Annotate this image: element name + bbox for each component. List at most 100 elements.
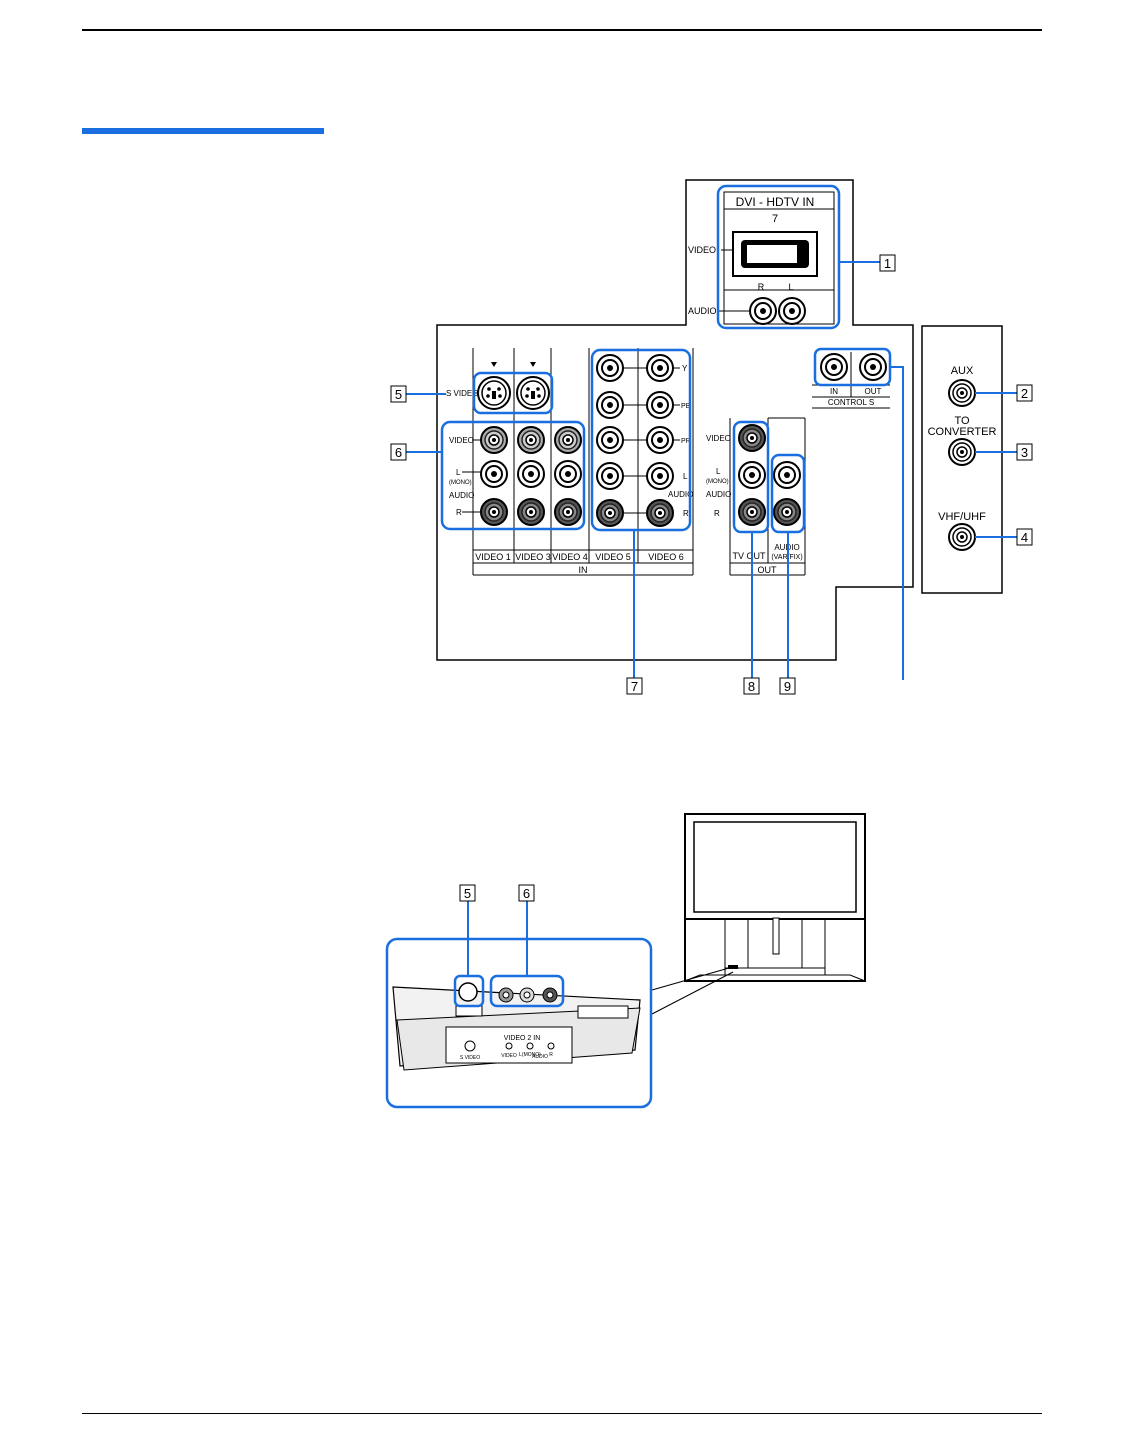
svg-text:1: 1 xyxy=(884,256,891,271)
svg-text:L: L xyxy=(788,282,793,292)
video5-y-jack[interactable] xyxy=(597,355,623,381)
rear-panel-outline xyxy=(437,180,1002,660)
dvi-audio-l-jack[interactable] xyxy=(779,298,805,324)
callout-7: 7 xyxy=(627,678,642,694)
callout-8: 8 xyxy=(744,678,759,694)
svg-text:Y: Y xyxy=(682,364,688,373)
front-video-jack[interactable] xyxy=(499,988,513,1002)
video3-video-jack[interactable] xyxy=(518,427,544,453)
callout-6: 6 xyxy=(391,444,406,460)
front-audio-r-jack[interactable] xyxy=(543,988,557,1002)
svg-text:VHF/UHF: VHF/UHF xyxy=(938,511,986,523)
svg-text:7: 7 xyxy=(631,679,638,694)
svg-text:AUX: AUX xyxy=(951,365,974,377)
front-svideo-jack[interactable] xyxy=(459,983,477,1001)
svg-text:VIDEO 5: VIDEO 5 xyxy=(595,552,631,562)
svg-text:R: R xyxy=(758,282,765,292)
video3-audio-r-jack[interactable] xyxy=(518,499,544,525)
component-video-block: Y PB PR L AUDIO R xyxy=(592,350,693,530)
svg-text:TV OUT: TV OUT xyxy=(733,551,767,561)
svg-text:(MONO): (MONO) xyxy=(706,479,729,485)
svg-text:(MONO): (MONO) xyxy=(449,480,472,486)
svg-text:VIDEO 4: VIDEO 4 xyxy=(552,552,588,562)
svg-text:5: 5 xyxy=(464,886,471,901)
svideo-jack-3[interactable] xyxy=(517,377,549,409)
callout-2: 2 xyxy=(1017,385,1032,401)
aux-jack[interactable] xyxy=(949,380,975,406)
dvi-hdtv-in-block: DVI - HDTV IN 7 VIDEO R L AUDIO xyxy=(688,186,839,328)
front-panel-closeup: VIDEO 2 IN S VIDEO VIDEO L(MONO) AUDIO R xyxy=(387,901,651,1107)
svg-text:VIDEO: VIDEO xyxy=(501,1053,517,1059)
svg-text:R: R xyxy=(714,509,720,518)
svg-text:CONVERTER: CONVERTER xyxy=(928,426,997,438)
control-s-out-jack[interactable] xyxy=(860,354,886,380)
video3-audio-l-jack[interactable] xyxy=(518,461,544,487)
svg-text:L: L xyxy=(683,472,688,481)
callout-4: 4 xyxy=(1017,529,1032,545)
video6-audio-r-jack[interactable] xyxy=(647,500,673,526)
svg-text:AUDIO: AUDIO xyxy=(532,1054,548,1060)
svg-text:VIDEO 6: VIDEO 6 xyxy=(648,552,684,562)
video6-pb-jack[interactable] xyxy=(647,392,673,418)
tv-out-audio-l-jack[interactable] xyxy=(739,462,765,488)
dvi-title: DVI - HDTV IN xyxy=(736,195,815,209)
callout-5: 5 xyxy=(391,386,406,402)
svg-text:IN: IN xyxy=(579,565,588,575)
control-s-in-jack[interactable] xyxy=(821,354,847,380)
video6-pr-jack[interactable] xyxy=(647,427,673,453)
svg-text:6: 6 xyxy=(395,445,402,460)
video4-video-jack[interactable] xyxy=(555,427,581,453)
to-converter-jack[interactable] xyxy=(949,439,975,465)
dvi-video-label: VIDEO xyxy=(688,245,716,255)
svg-text:VIDEO 2 IN: VIDEO 2 IN xyxy=(504,1035,541,1042)
front-audio-l-jack[interactable] xyxy=(520,988,534,1002)
tv-front-illustration xyxy=(685,814,865,981)
video1-audio-r-jack[interactable] xyxy=(481,499,507,525)
svg-text:R: R xyxy=(683,509,689,518)
svg-text:4: 4 xyxy=(1021,530,1028,545)
callout-1: 1 xyxy=(880,255,895,271)
video1-audio-l-jack[interactable] xyxy=(481,461,507,487)
dvi-audio-r-jack[interactable] xyxy=(750,298,776,324)
front-callout-6: 6 xyxy=(519,885,534,901)
video6-y-jack[interactable] xyxy=(647,355,673,381)
video1-video-jack[interactable] xyxy=(481,427,507,453)
dvi-number: 7 xyxy=(772,213,778,225)
svg-text:VIDEO 1: VIDEO 1 xyxy=(475,552,511,562)
control-s-block: IN OUT CONTROL S xyxy=(812,349,903,680)
svg-text:VIDEO 3: VIDEO 3 xyxy=(515,552,551,562)
audio-out-r-jack[interactable] xyxy=(774,499,800,525)
front-callout-5: 5 xyxy=(460,885,475,901)
video5-pr-jack[interactable] xyxy=(597,427,623,453)
svg-text:9: 9 xyxy=(784,679,791,694)
output-block: VIDEO L (MONO) AUDIO R TV OUT AUDIO (VAR… xyxy=(706,418,805,575)
svg-text:5: 5 xyxy=(395,387,402,402)
svideo-jack-1[interactable] xyxy=(478,377,510,409)
tv-out-video-jack[interactable] xyxy=(739,425,765,451)
svg-text:2: 2 xyxy=(1021,386,1028,401)
svg-text:VIDEO: VIDEO xyxy=(449,436,474,445)
vhf-uhf-jack[interactable] xyxy=(949,524,975,550)
svg-text:8: 8 xyxy=(748,679,755,694)
svg-text:OUT: OUT xyxy=(865,387,882,396)
svg-text:VIDEO: VIDEO xyxy=(706,434,731,443)
svg-text:IN: IN xyxy=(830,387,838,396)
svg-text:R: R xyxy=(549,1052,553,1058)
callout-3: 3 xyxy=(1017,444,1032,460)
video6-audio-l-jack[interactable] xyxy=(647,463,673,489)
video4-audio-r-jack[interactable] xyxy=(555,499,581,525)
svg-text:L: L xyxy=(716,467,721,476)
tv-out-audio-r-jack[interactable] xyxy=(739,499,765,525)
video5-audio-r-jack[interactable] xyxy=(597,500,623,526)
video5-audio-l-jack[interactable] xyxy=(597,463,623,489)
footer-rule xyxy=(82,1413,1042,1414)
svg-text:L: L xyxy=(456,468,461,477)
callout-9: 9 xyxy=(780,678,795,694)
composite-rows: VIDEO L (MONO) AUDIO R xyxy=(442,422,584,529)
audio-out-l-jack[interactable] xyxy=(774,462,800,488)
svg-text:3: 3 xyxy=(1021,445,1028,460)
video5-pb-jack[interactable] xyxy=(597,392,623,418)
svg-text:CONTROL S: CONTROL S xyxy=(828,398,874,407)
video4-audio-l-jack[interactable] xyxy=(555,461,581,487)
dvi-audio-label: AUDIO xyxy=(688,306,717,316)
